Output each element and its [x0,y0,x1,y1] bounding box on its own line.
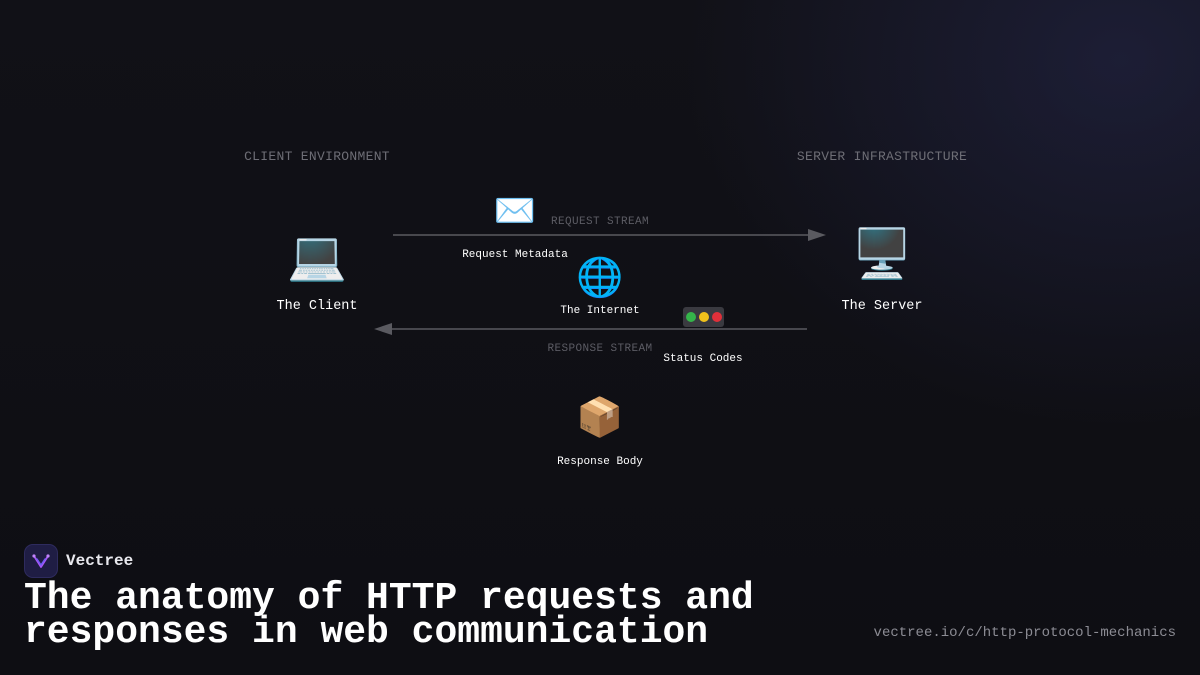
status-codes-label: Status Codes [663,353,743,365]
zone-label-client: CLIENT ENVIRONMENT [244,149,390,164]
client-label: The Client [276,299,358,314]
zone-label-server: SERVER INFRASTRUCTURE [796,149,968,164]
source-url[interactable]: vectree.io/c/http-protocol-mechanics [873,625,1176,641]
request-metadata-label: Request Metadata [462,249,568,261]
server-label: The Server [841,299,923,314]
response-stream-label: RESPONSE STREAM [547,343,653,355]
traffic-light-icon [683,307,724,327]
green-light [685,312,696,322]
request-stream-label: REQUEST STREAM [550,216,650,228]
desktop-computer-icon: 🖥️ [852,226,912,282]
brand-name: Vectree [66,552,134,570]
brand: Vectree [24,544,133,578]
red-light [711,312,722,322]
yellow-light [698,312,709,322]
page-title: The anatomy of HTTP requests and respons… [24,577,754,654]
envelope-icon: ✉️ [493,191,537,231]
laptop-icon: 💻 [287,228,347,284]
response-body-label: Response Body [557,456,643,468]
logo-mark [32,554,50,568]
response-arrow-head [374,323,392,335]
package-icon: 📦 [576,395,624,439]
request-arrow-head [808,229,826,241]
vectree-logo-icon [24,544,58,578]
globe-icon: 🌐 [576,255,624,299]
internet-label: The Internet [560,305,640,317]
